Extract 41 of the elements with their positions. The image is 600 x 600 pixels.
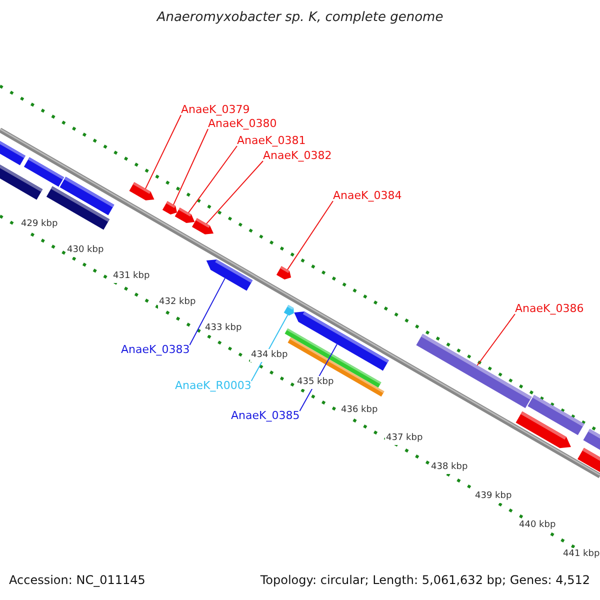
gene-block (294, 312, 389, 371)
gene-label: AnaeK_0386 (515, 302, 584, 315)
gene-label: AnaeK_R0003 (175, 379, 252, 392)
scale-label: 440 kbp (518, 519, 557, 532)
leader-line (476, 314, 516, 366)
gene-block (284, 304, 294, 316)
gene-block (276, 266, 292, 280)
scale-label: 434 kbp (250, 349, 289, 362)
scale-label: 436 kbp (340, 404, 379, 417)
leader-line (188, 146, 238, 214)
scale-label: 430 kbp (66, 244, 105, 257)
scale-label: 438 kbp (430, 461, 469, 474)
leader-line (206, 160, 264, 224)
gene-label: AnaeK_0380 (208, 117, 277, 130)
gene-label: AnaeK_0382 (263, 149, 332, 162)
leader-line (173, 128, 208, 206)
scale-label: 439 kbp (474, 490, 513, 503)
leader-line (145, 114, 182, 190)
scale-label: 435 kbp (296, 376, 335, 389)
footer-text: Topology: circular; Length: 5,061,632 bp; Genes: 4,512 (260, 574, 590, 587)
scale-label: 441 kbp (562, 548, 600, 561)
scale-label: 432 kbp (158, 296, 197, 309)
gene-label: AnaeK_0384 (333, 189, 402, 202)
scale-label: 437 kbp (385, 432, 424, 445)
gene-block (206, 260, 253, 291)
scale-label: 429 kbp (20, 218, 59, 231)
gene-block (162, 201, 178, 214)
leader-line (189, 278, 226, 346)
gene-block (174, 208, 195, 223)
gene-block (129, 182, 154, 200)
leader-line (287, 200, 334, 270)
gene-label: AnaeK_0381 (237, 134, 306, 147)
accession-text: Accession: NC_011145 (9, 574, 146, 587)
title: Anaeromyxobacter sp. K, complete genome (155, 11, 444, 24)
gene-block (192, 218, 214, 234)
gene-label: AnaeK_0383 (121, 343, 190, 356)
scale-label: 431 kbp (112, 270, 151, 283)
gene-block (416, 334, 532, 408)
gene-label: AnaeK_0379 (181, 103, 250, 116)
scale-label: 433 kbp (204, 322, 243, 335)
gene-label: AnaeK_0385 (231, 409, 300, 422)
